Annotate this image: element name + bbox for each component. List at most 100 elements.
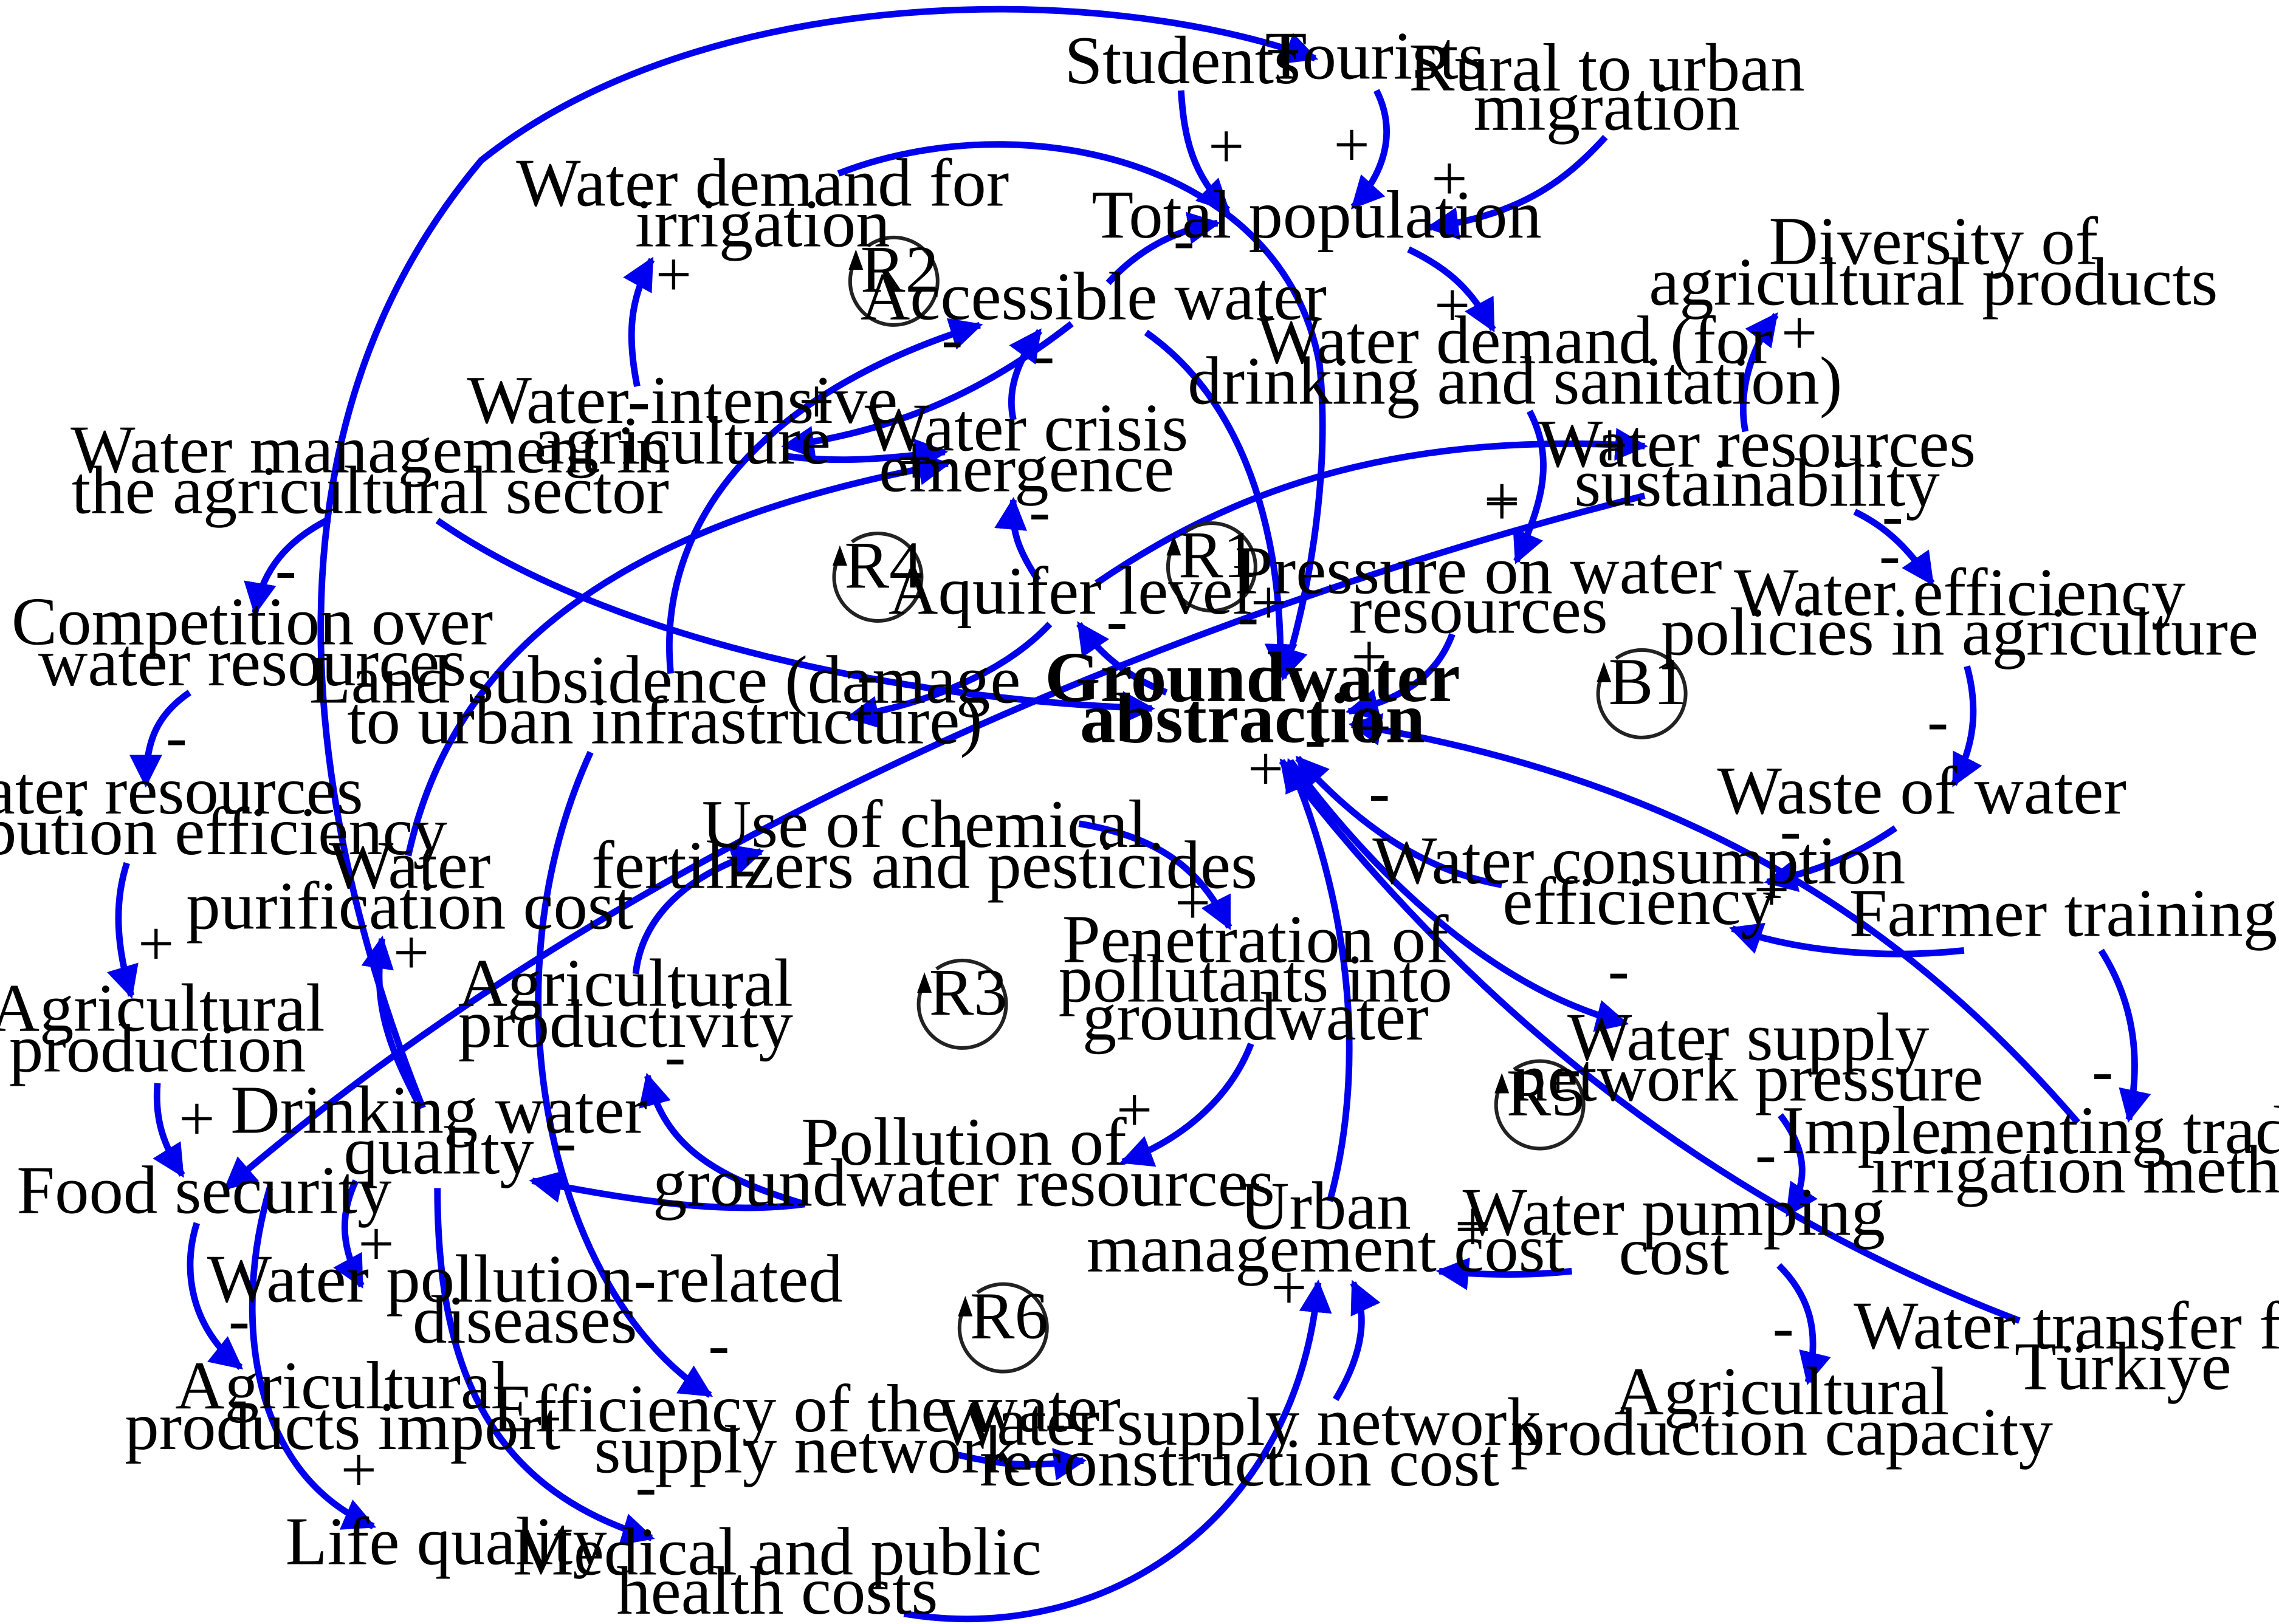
- link-accessible-to-intensive-polarity: +: [799, 366, 835, 437]
- loop-label: R1: [1178, 518, 1257, 592]
- link-crisis-to-accessible-polarity: -: [1033, 319, 1054, 390]
- loop-label: B1: [1609, 645, 1687, 719]
- link-aquifer-to-subsidence-polarity: -: [857, 639, 878, 710]
- loop-label: R3: [929, 955, 1008, 1029]
- link-purification-to-crisis: [405, 453, 951, 857]
- loop-label: R6: [970, 1279, 1048, 1353]
- link-pumping-to-urban-cost-polarity: +: [1454, 1188, 1491, 1259]
- link-abstraction-to-supply-pressure-polarity: -: [1608, 934, 1629, 1006]
- node-life-quality: Life quality: [286, 1504, 607, 1580]
- link-production-to-food-security: [153, 1083, 185, 1178]
- link-chemicals-to-penetration-polarity: +: [1175, 867, 1211, 938]
- link-population-to-water-demand: [1407, 246, 1496, 333]
- link-pollution-to-quality: [529, 1170, 806, 1211]
- loop-arrow-icon: [917, 972, 932, 993]
- causal-links: [107, 5, 2151, 1622]
- link-subsidence-to-efficiency-network-polarity: -: [708, 1309, 729, 1380]
- link-students-to-population-polarity: +: [1208, 111, 1245, 182]
- link-training-to-traditional: [2098, 948, 2151, 1123]
- loop-label: R2: [861, 232, 939, 306]
- loop-arrow-icon: [1494, 1072, 1510, 1094]
- link-water-mgmt-to-competition-polarity: -: [275, 533, 297, 605]
- link-medical-to-urban-cost-polarity: +: [1271, 1252, 1307, 1323]
- loop-marker-r2: R2: [848, 232, 940, 327]
- node-water-transfer: Water transfer fromTürkiye: [1854, 1288, 2279, 1404]
- link-pumping-to-capacity-polarity: -: [1773, 1291, 1794, 1362]
- loop-arrow-icon: [848, 249, 864, 270]
- link-distribution-to-production: [107, 862, 139, 999]
- link-intensive-to-irrigation-demand-polarity: +: [656, 239, 692, 310]
- link-irrigation-demand-to-abstraction: [837, 141, 1326, 681]
- link-population-to-water-demand-polarity: +: [1434, 270, 1471, 341]
- link-sustainability-to-policies: [1853, 509, 1935, 586]
- loop-marker-r4: R4: [832, 528, 924, 623]
- link-aquifer-to-crisis-polarity: -: [1029, 475, 1050, 546]
- link-tourists-to-population: [1350, 89, 1390, 210]
- link-training-to-consumption-polarity: +: [1753, 854, 1790, 925]
- link-pollution-to-productivity: [639, 1072, 806, 1208]
- link-subsidence-to-efficiency-network: [535, 750, 713, 1398]
- link-aquifer-to-sustainability: [1095, 428, 1648, 586]
- link-reconstruction-to-urban-cost: [1333, 1280, 1381, 1402]
- link-food-security-to-life-quality: [249, 1187, 377, 1530]
- link-migration-to-population-polarity: +: [1431, 143, 1468, 214]
- link-pumping-to-capacity: [1776, 1263, 1831, 1385]
- link-pumping-to-urban-cost: [1435, 1257, 1572, 1290]
- polarity-signs: ++++++-----++++--++---+-+---+-+--+--++-+…: [138, 16, 2113, 1521]
- link-urban-cost-to-abstraction: [1285, 758, 1353, 1202]
- link-quality-to-tourists-polarity: +: [1265, 16, 1302, 87]
- link-quality-to-diseases-polarity: +: [358, 1208, 394, 1280]
- link-supply-pressure-to-pumping-polarity: -: [1755, 1118, 1776, 1189]
- link-food-security-to-import-polarity: -: [229, 1284, 250, 1355]
- node-aquifer-level: Aquifer level: [889, 553, 1252, 629]
- link-policies-to-waste: [1951, 665, 1982, 787]
- link-policies-to-waste-polarity: -: [1927, 685, 1948, 756]
- link-production-to-food-security-polarity: +: [179, 1083, 215, 1154]
- link-quality-to-medical: [434, 1188, 655, 1546]
- link-competition-to-distribution: [129, 690, 191, 788]
- link-water-demand-to-pressure: [1513, 409, 1547, 564]
- link-pollution-to-quality-polarity: -: [555, 1106, 576, 1177]
- loop-circle: [957, 1282, 1049, 1374]
- link-purification-to-crisis-polarity: +: [896, 427, 933, 498]
- link-quality-to-medical-polarity: -: [635, 1450, 656, 1521]
- link-sustainability-to-diversity: [1739, 312, 1779, 433]
- loop-arrow-icon: [1597, 662, 1612, 682]
- node-traditional-irrigation: Implementing traditionalirrigation metho…: [1781, 1093, 2279, 1208]
- link-penetration-to-pollution: [1119, 1043, 1254, 1167]
- loop-arrow-icon: [958, 1296, 973, 1317]
- link-waste-to-consumption-polarity: -: [1780, 794, 1801, 865]
- link-efficiency-to-reconstruction-polarity: -: [1045, 1386, 1066, 1457]
- link-aquifer-to-sustainability-polarity: +: [1592, 409, 1628, 481]
- link-quality-to-purification: [361, 935, 420, 1103]
- link-subsidence-to-accessible: [666, 318, 983, 674]
- link-pressure-to-abstraction: [1346, 632, 1456, 721]
- link-subsidence-to-accessible-polarity: -: [941, 303, 963, 374]
- link-accessible-to-abstraction: [1144, 329, 1298, 677]
- link-pressure-to-abstraction-polarity: +: [1351, 621, 1387, 692]
- link-supply-pressure-to-pumping: [1778, 1113, 1818, 1218]
- loop-circle: [1166, 521, 1257, 613]
